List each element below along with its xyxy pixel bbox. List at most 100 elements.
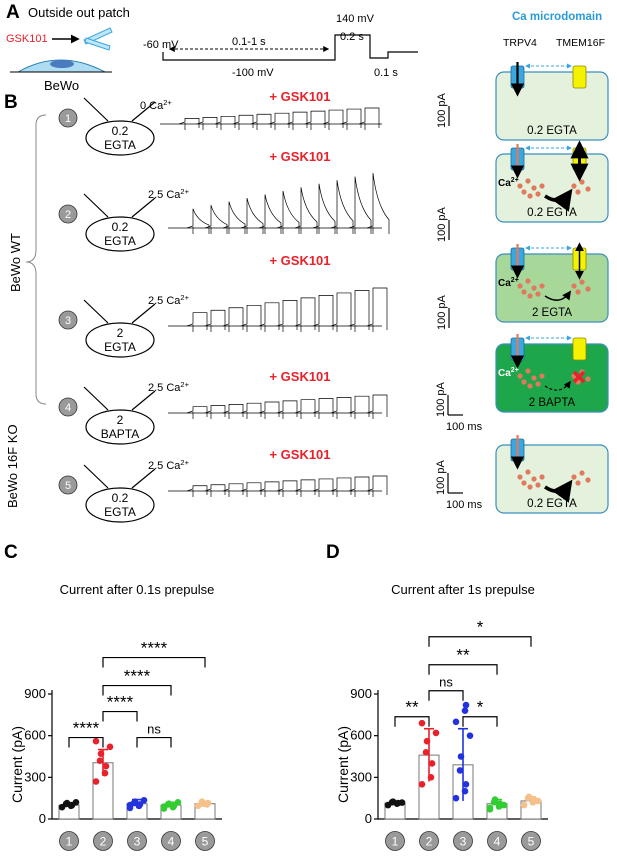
- voltage-protocol: [162, 34, 418, 61]
- category-badge: [195, 831, 215, 851]
- data-point: [418, 780, 426, 788]
- data-point: [389, 798, 397, 805]
- ca-text: 0 Ca: [140, 100, 164, 112]
- ca-superscript: 2+: [180, 380, 189, 389]
- significance-bracket: [428, 664, 498, 675]
- ca-ion-dot: [531, 185, 537, 191]
- scale-time: 100 ms: [446, 499, 483, 511]
- ca-superscript: 2+: [180, 187, 189, 196]
- prepulse-label: -100 mV: [232, 67, 274, 79]
- micro-ca-sup: 2+: [511, 177, 519, 184]
- current-traces: [160, 107, 382, 130]
- significance-bracket: [68, 736, 104, 748]
- ca-ion-dot: [525, 469, 531, 475]
- ca-label: 2.5 Ca2+: [148, 293, 190, 307]
- ca-ion-dot: [535, 291, 541, 297]
- significance-bracket: [462, 716, 498, 727]
- buffer-conc: 2: [117, 326, 124, 340]
- group-wt-label: BeWo WT: [8, 233, 23, 292]
- data-point: [97, 750, 105, 758]
- micro-ca-label: Ca2+: [498, 277, 519, 289]
- category-badge: [487, 831, 507, 851]
- category-label: 3: [134, 835, 141, 849]
- data-point: [461, 707, 469, 714]
- ca-ion-dot: [539, 373, 545, 379]
- data-point: [174, 799, 182, 806]
- bewo-cell-icon: [10, 59, 112, 73]
- ca-superscript: 2+: [163, 98, 172, 107]
- ca-ion-dot: [539, 283, 545, 289]
- panel-letter: D: [326, 542, 340, 563]
- step-duration-label: 0.2 s: [340, 31, 364, 43]
- agonist-label: + GSK101: [269, 447, 330, 462]
- ca-ion-dot: [579, 470, 585, 476]
- significance-label: *: [477, 618, 484, 637]
- y-tick-label: 900: [24, 686, 46, 701]
- significance-label: ****: [141, 639, 168, 658]
- micro-ca-sup: 2+: [511, 277, 519, 284]
- category-label: 2: [426, 835, 433, 849]
- data-point: [462, 780, 470, 788]
- ca-ion-dot: [531, 476, 537, 482]
- micro-buffer-label: 2 BAPTA: [529, 397, 576, 409]
- data-point: [457, 753, 465, 760]
- tmem16f-channel: [572, 65, 587, 89]
- chart-title: Current after 0.1s prepulse: [60, 582, 215, 597]
- ca-ion-dot: [571, 283, 577, 289]
- ca-text: 2.5 Ca: [148, 295, 181, 307]
- data-point: [72, 799, 80, 806]
- micro-ca-label: Ca2+: [498, 367, 519, 379]
- trpv4-label: TRPV4: [503, 37, 537, 49]
- significance-label: ns: [147, 722, 161, 737]
- ca-ion-dot: [517, 474, 523, 480]
- data-point: [461, 787, 469, 795]
- chart-title: Current after 1s prepulse: [391, 582, 535, 597]
- category-label: 5: [202, 835, 209, 849]
- significance-label: ****: [107, 693, 134, 712]
- current-traces: [168, 475, 388, 497]
- category-badge: [161, 831, 181, 851]
- current-traces: [168, 172, 390, 234]
- microdomain-schematic: Ca2+ 0.2 EGTA: [495, 140, 609, 223]
- micro-buffer-label: 0.2 EGTA: [527, 125, 577, 137]
- y-tick-label: 300: [24, 769, 46, 784]
- ca-ion-dot: [535, 482, 541, 488]
- ca-ion-dot: [531, 285, 537, 291]
- data-point: [427, 774, 435, 781]
- significance-bracket: [102, 656, 206, 668]
- micro-buffer-label: 0.2 EGTA: [527, 207, 577, 219]
- ca-ion-dot: [539, 183, 545, 189]
- data-point: [466, 732, 474, 739]
- y-tick-label: 600: [350, 728, 372, 743]
- ca-ion-dot: [527, 484, 533, 490]
- ca-ion-dot: [585, 186, 591, 192]
- micro-ca-text: Ca: [498, 178, 511, 189]
- ca-label: 0 Ca2+: [140, 98, 172, 112]
- row-badge: 2: [58, 204, 78, 224]
- data-point: [422, 749, 430, 756]
- data-point: [131, 798, 139, 805]
- data-point: [135, 802, 143, 810]
- significance-bracket: [136, 736, 172, 748]
- panel-a-title: Outside out patch: [28, 5, 130, 20]
- y-tick-label: 0: [365, 811, 372, 826]
- significance-label: **: [456, 646, 470, 665]
- significance-label: *: [477, 698, 484, 717]
- category-badge: [59, 831, 79, 851]
- data-point: [462, 701, 470, 709]
- significance-bracket: [102, 710, 138, 722]
- ca-ion-dot: [527, 383, 533, 389]
- ca-label: 2.5 Ca2+: [148, 458, 190, 472]
- data-point: [165, 800, 173, 808]
- row-badge: 5: [58, 475, 78, 495]
- category-label: 1: [392, 835, 399, 849]
- ca-superscript: 2+: [180, 458, 189, 467]
- ca-ion-dot: [521, 289, 527, 295]
- micro-ca-sup: 2+: [511, 367, 519, 374]
